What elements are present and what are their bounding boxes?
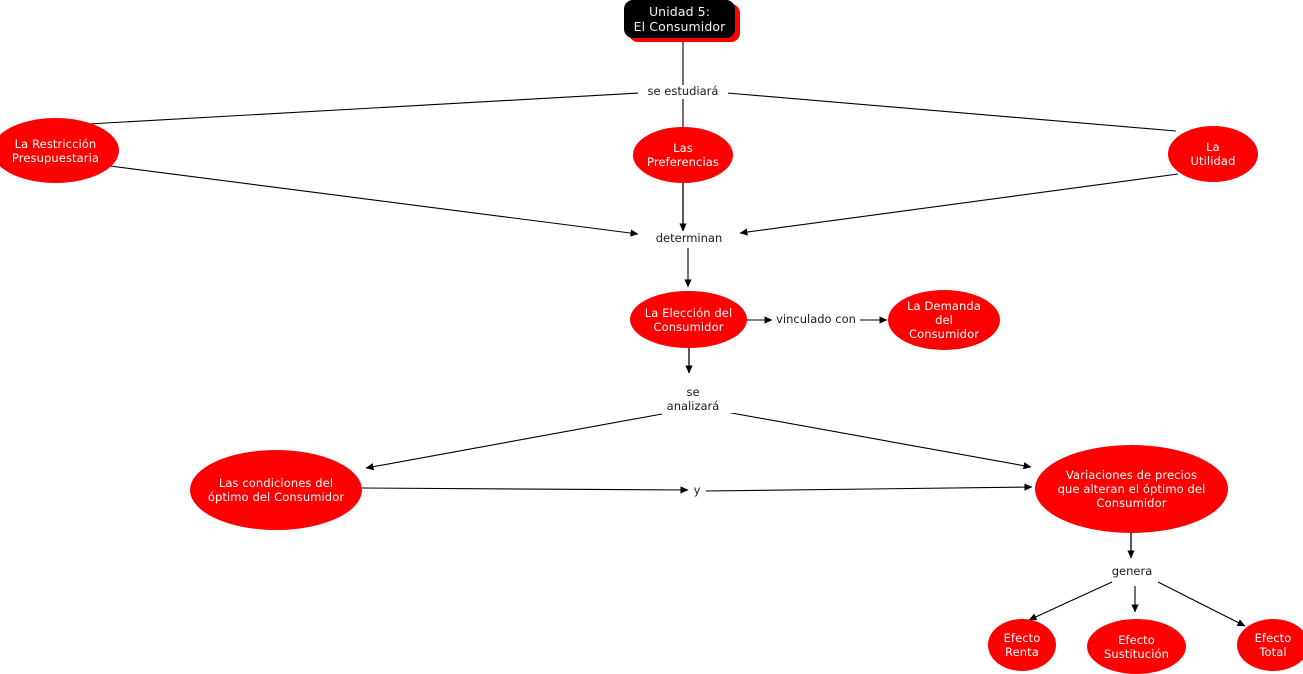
edge-restriccion-to-determinan bbox=[109, 165, 639, 237]
edge-label-se-analizara: se analizará bbox=[649, 385, 737, 413]
edge-label-se-estudiara: se estudiará bbox=[638, 84, 728, 99]
node-efecto-renta[interactable]: Efecto Renta bbox=[988, 619, 1056, 671]
edge-se-estudiara-to-utilidad bbox=[726, 92, 1177, 132]
edge-label-vinculado-con: vinculado con bbox=[772, 312, 860, 327]
edge-genera-to-efecto-total bbox=[1157, 581, 1246, 627]
node-la-eleccion-del-consumidor[interactable]: La Elección del Consumidor bbox=[630, 291, 747, 348]
title-node[interactable]: Unidad 5: El Consumidor bbox=[624, 0, 735, 38]
node-la-utilidad[interactable]: La Utilidad bbox=[1168, 126, 1258, 182]
node-las-condiciones-del-optimo[interactable]: Las condiciones del óptimo del Consumido… bbox=[190, 450, 362, 530]
node-variaciones-de-precios[interactable]: Variaciones de precios que alteran el óp… bbox=[1035, 445, 1228, 533]
edge-se-analizara-to-condiciones bbox=[365, 413, 663, 471]
edge-se-estudiara-to-restriccion bbox=[87, 92, 641, 125]
node-la-restriccion-presupuestaria[interactable]: La Restricción Presupuestaria bbox=[0, 118, 119, 183]
edge-y-to-variaciones bbox=[705, 483, 1033, 492]
edge-label-determinan: determinan bbox=[645, 231, 733, 246]
edge-se-analizara-to-variaciones bbox=[725, 411, 1032, 470]
edge-label-y: y bbox=[690, 483, 704, 498]
node-la-demanda-del-consumidor[interactable]: La Demanda del Consumidor bbox=[888, 290, 1000, 350]
node-efecto-total[interactable]: Efecto Total bbox=[1237, 619, 1303, 671]
edge-genera-to-efecto-renta bbox=[1028, 581, 1113, 621]
edge-utilidad-to-determinan bbox=[739, 173, 1179, 236]
edge-condiciones-to-y bbox=[361, 486, 689, 494]
edge-label-genera: genera bbox=[1105, 564, 1159, 579]
node-las-preferencias[interactable]: Las Preferencias bbox=[633, 127, 733, 183]
node-efecto-sustitucion[interactable]: Efecto Sustitución bbox=[1087, 619, 1186, 674]
